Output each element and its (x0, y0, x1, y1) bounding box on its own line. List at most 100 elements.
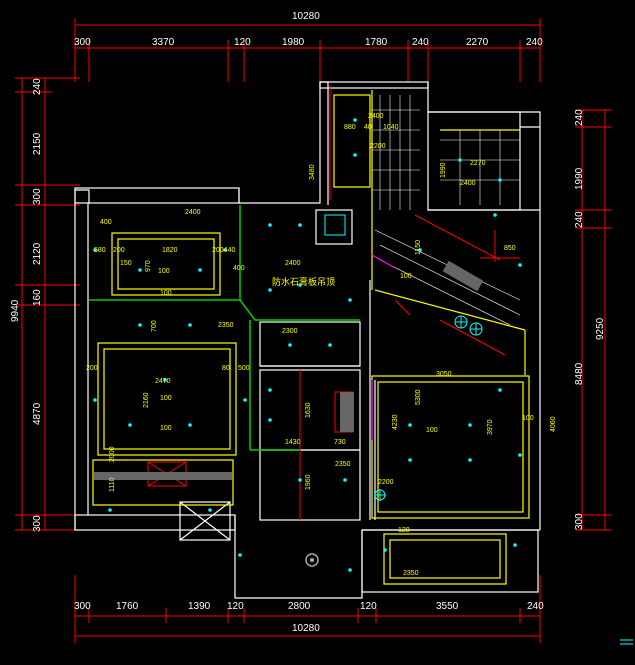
stair-grid (372, 95, 521, 326)
spot-2200-b: 2200 (378, 479, 394, 486)
dim-700: 700 (151, 320, 158, 332)
magenta-detail (371, 254, 396, 440)
top-seg-6: 240 (412, 37, 429, 48)
dim-970: 970 (145, 260, 152, 272)
spot-small-4: 100 (160, 290, 172, 297)
bottom-seg-7: 3550 (436, 601, 459, 612)
dim-200a: 200 (113, 247, 125, 254)
spot-small-8: 100 (522, 415, 534, 422)
top-seg-8: 240 (526, 37, 543, 48)
gray-vent (94, 260, 484, 480)
right-seg-4: 8480 (574, 362, 585, 385)
top-seg-4: 1980 (282, 37, 305, 48)
left-dimensions: 9940 240 2150 300 2120 160 4870 300 (10, 78, 43, 532)
bottom-seg-4: 120 (227, 601, 244, 612)
right-dimensions: 240 1990 240 8480 300 9250 (574, 109, 606, 530)
dim-5300: 5300 (415, 389, 422, 405)
dim-850: 850 (504, 245, 516, 252)
spot-small-2: 400 (233, 265, 245, 272)
dim-1630: 1630 (305, 402, 312, 418)
right-seg-2: 1990 (574, 167, 585, 190)
dim-2000: 2000 (109, 446, 116, 462)
ceiling-outlines (92, 90, 530, 585)
spot-2350-b: 2350 (335, 461, 351, 468)
left-total-dim: 9940 (10, 299, 21, 322)
dim-4230: 4230 (392, 414, 399, 430)
dim-1820: 1820 (162, 247, 178, 254)
spot-2350-a: 2350 (218, 322, 234, 329)
left-seg-4: 2120 (32, 242, 43, 265)
left-seg-7: 300 (32, 515, 43, 532)
corner-marker (620, 639, 633, 645)
dim-80: 80 (222, 365, 230, 372)
bottom-seg-6: 120 (360, 601, 377, 612)
dim-2470: 2470 (155, 378, 171, 385)
top-seg-3: 120 (234, 37, 251, 48)
dim-1040: 1040 (383, 124, 399, 131)
dim-2270: 2270 (470, 160, 486, 167)
annotations: 防水石膏板吊顶 880 40 1040 3480 2270 1990 850 1… (86, 113, 557, 577)
spot-2300: 2300 (282, 328, 298, 335)
dim-4060: 4060 (550, 416, 557, 432)
dim-880: 880 (344, 124, 356, 131)
green-lines (89, 205, 360, 451)
spot-2400-b: 2400 (460, 180, 476, 187)
dim-500: 500 (238, 365, 250, 372)
dim-150a: 150 (120, 260, 132, 267)
dim-40a: 40 (364, 124, 372, 131)
dim-3480: 3480 (309, 164, 316, 180)
dim-1430: 1430 (285, 439, 301, 446)
bottom-seg-5: 2800 (288, 601, 311, 612)
top-total-dim: 10280 (292, 11, 320, 22)
spot-small-7: 100 (426, 427, 438, 434)
bottom-seg-3: 1390 (188, 601, 211, 612)
left-seg-5: 160 (32, 289, 43, 306)
dim-2160: 2160 (143, 392, 150, 408)
spot-2200-a: 2200 (370, 143, 386, 150)
spot-small-5: 100 (160, 395, 172, 402)
left-seg-6: 4870 (32, 402, 43, 425)
dim-200b: 200 (86, 365, 98, 372)
right-seg-3: 240 (574, 211, 585, 228)
dim-1990: 1990 (440, 162, 447, 178)
right-seg-5: 300 (574, 513, 585, 530)
top-seg-5: 1780 (365, 37, 388, 48)
top-seg-1: 300 (74, 37, 91, 48)
spot-small-6: 100 (160, 425, 172, 432)
top-seg-2: 3370 (152, 37, 175, 48)
spot-small-9: 100 (400, 273, 412, 280)
left-seg-2: 2150 (32, 132, 43, 155)
cyan-fixtures (324, 214, 483, 501)
bottom-dimensions: 300 1760 1390 120 2800 120 3550 240 1028… (74, 601, 544, 634)
spot-2400-a: 2400 (285, 260, 301, 267)
right-seg-1: 240 (574, 109, 585, 126)
dim-120: 120 (398, 527, 410, 534)
ceiling-fan-icon (305, 553, 319, 567)
dim-3050: 3050 (436, 371, 452, 378)
ceiling-note-label: 防水石膏板吊顶 (272, 276, 335, 287)
bottom-seg-1: 300 (74, 601, 91, 612)
spot-2400-d: 2400 (185, 209, 201, 216)
right-total-dim: 9250 (595, 317, 606, 340)
dim-1960: 1960 (305, 474, 312, 490)
dim-1110: 1110 (109, 477, 116, 492)
dim-200440: 200440 (212, 247, 235, 254)
dim-1150: 1150 (415, 240, 422, 255)
bottom-total-dim: 10280 (292, 623, 320, 634)
spot-small-3: 100 (158, 268, 170, 275)
top-seg-7: 2270 (466, 37, 489, 48)
bottom-seg-8: 240 (527, 601, 544, 612)
top-dimensions: 10280 300 3370 120 1980 1780 240 2270 24… (74, 11, 543, 48)
dim-3970: 3970 (487, 419, 494, 435)
dim-580: 580 (94, 247, 106, 254)
down-lights (93, 118, 522, 572)
spot-2400-c: 2400 (368, 113, 384, 120)
spot-2350-c: 2350 (403, 570, 419, 577)
left-seg-3: 300 (32, 188, 43, 205)
dimension-lines (15, 18, 612, 643)
dim-730: 730 (334, 439, 346, 446)
bottom-seg-2: 1760 (116, 601, 139, 612)
walls (74, 81, 541, 599)
left-seg-1: 240 (32, 78, 43, 95)
spot-small-1: 400 (100, 219, 112, 226)
